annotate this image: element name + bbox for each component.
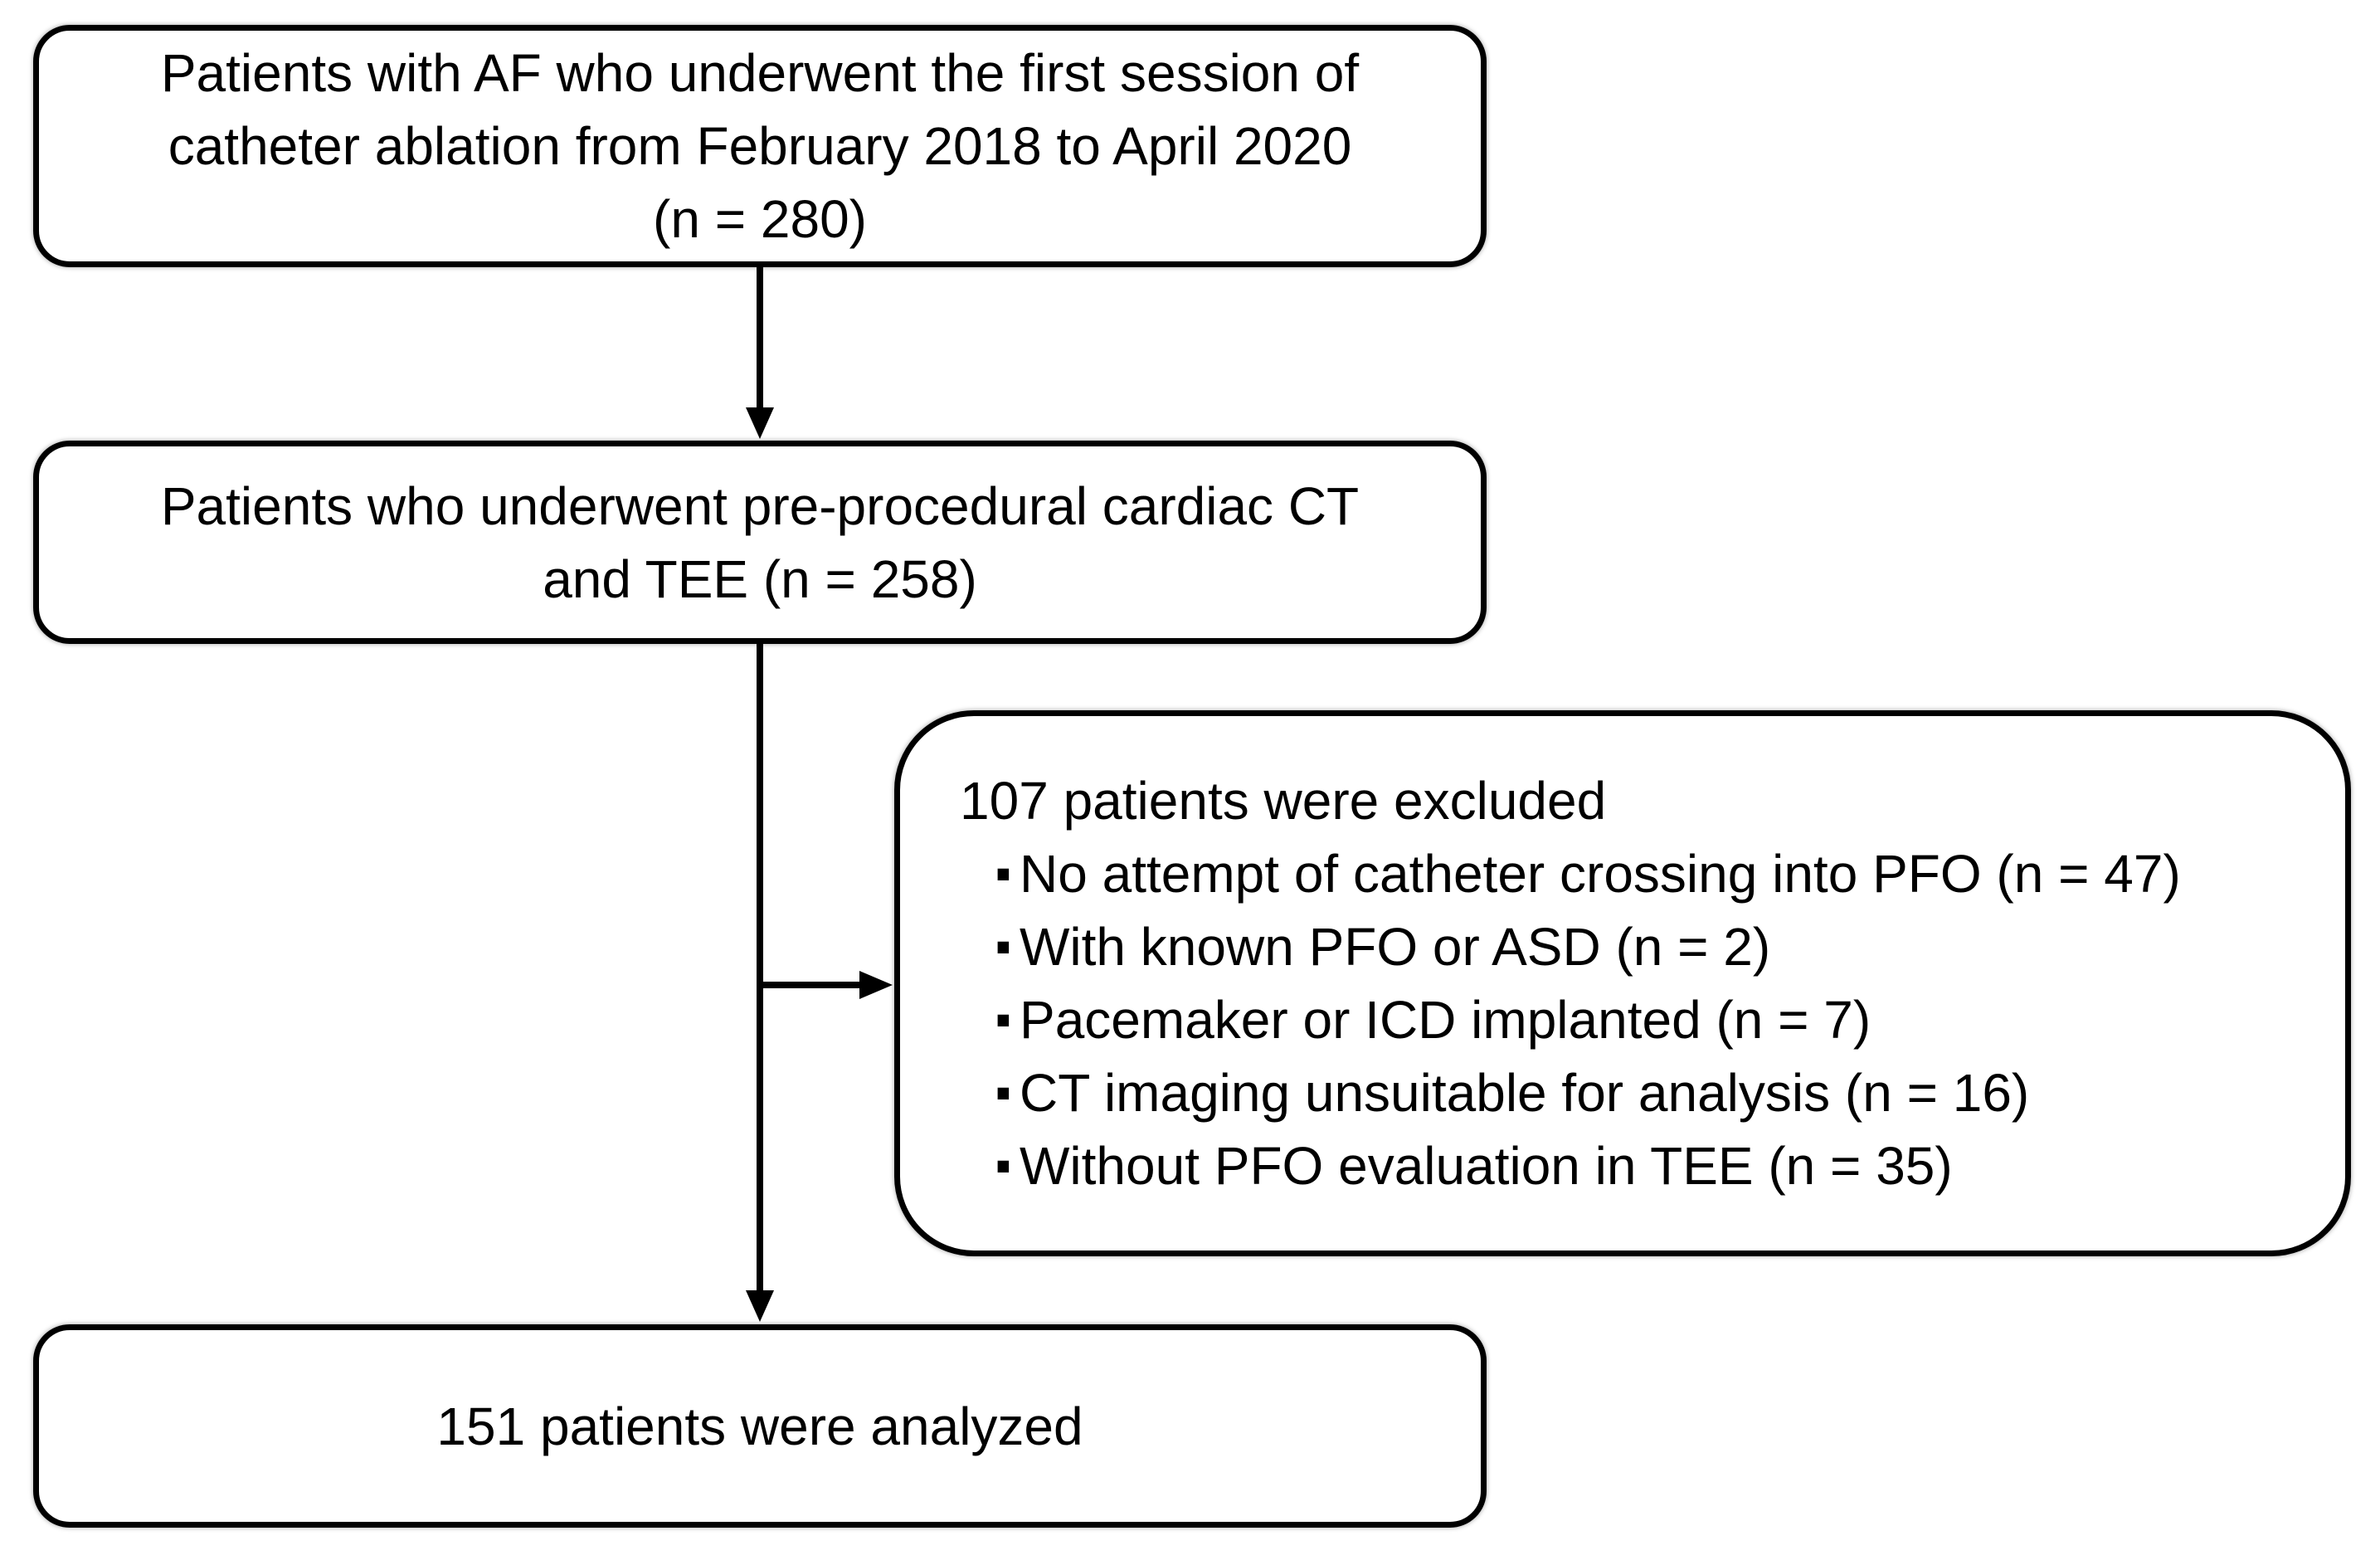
arrowhead-right bbox=[859, 971, 893, 999]
arrowhead-down-1 bbox=[746, 407, 774, 439]
arrow-enrollment-to-cttee bbox=[746, 267, 774, 439]
excluded-item-5-text: Without PFO evaluation in TEE (n = 35) bbox=[1020, 1136, 1953, 1196]
enrollment-line-3: (n = 280) bbox=[653, 189, 867, 249]
excluded-item-2-text: With known PFO or ASD (n = 2) bbox=[1020, 917, 1771, 977]
bullet-icon: · bbox=[992, 902, 1019, 992]
bullet-icon: · bbox=[992, 975, 1019, 1065]
bullet-icon: · bbox=[992, 829, 1019, 919]
excluded-item-3: ·Pacemaker or ICD implanted (n = 7) bbox=[960, 975, 2304, 1065]
excluded-item-2: ·With known PFO or ASD (n = 2) bbox=[960, 902, 2304, 992]
excluded-item-4: ·CT imaging unsuitable for analysis (n =… bbox=[960, 1048, 2304, 1138]
box-enrollment: Patients with AF who underwent the first… bbox=[33, 25, 1487, 267]
arrowhead-down-2 bbox=[746, 1290, 774, 1322]
excluded-item-1-text: No attempt of catheter crossing into PFO… bbox=[1020, 844, 2181, 904]
excluded-item-3-text: Pacemaker or ICD implanted (n = 7) bbox=[1020, 990, 1871, 1050]
box-ct-tee: Patients who underwent pre-procedural ca… bbox=[33, 441, 1487, 644]
excluded-title: 107 patients were excluded bbox=[960, 771, 1607, 831]
bullet-icon: · bbox=[992, 1048, 1019, 1138]
box-analyzed: 151 patients were analyzed bbox=[33, 1324, 1487, 1528]
arrow-cttee-to-analyzed bbox=[746, 644, 774, 1322]
excluded-item-1: ·No attempt of catheter crossing into PF… bbox=[960, 829, 2304, 919]
box-excluded: 107 patients were excluded ·No attempt o… bbox=[894, 710, 2351, 1256]
analyzed-text: 151 patients were analyzed bbox=[436, 1396, 1083, 1456]
enrollment-line-1: Patients with AF who underwent the first… bbox=[160, 43, 1360, 103]
ct-tee-line-1: Patients who underwent pre-procedural ca… bbox=[160, 475, 1360, 536]
excluded-item-4-text: CT imaging unsuitable for analysis (n = … bbox=[1020, 1063, 2030, 1123]
ct-tee-line-2: and TEE (n = 258) bbox=[543, 548, 977, 609]
arrow-branch-to-excluded bbox=[757, 971, 893, 999]
enrollment-line-2: catheter ablation from February 2018 to … bbox=[168, 116, 1352, 176]
bullet-icon: · bbox=[992, 1121, 1019, 1211]
excluded-item-5: ·Without PFO evaluation in TEE (n = 35) bbox=[960, 1121, 2304, 1211]
